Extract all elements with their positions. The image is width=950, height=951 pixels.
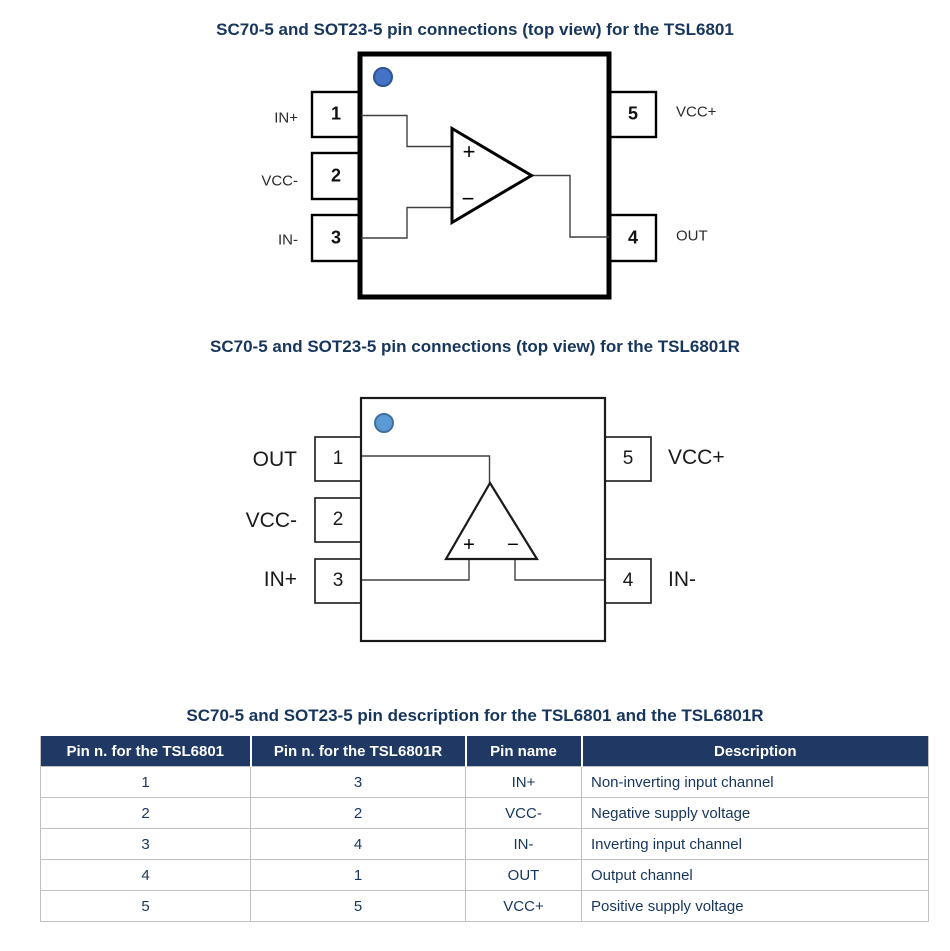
diagram1-title: SC70-5 and SOT23-5 pin connections (top … (216, 20, 734, 39)
d2-pin1-marker-dot (374, 413, 394, 433)
d1-pin5-number: 5 (627, 103, 639, 124)
d1-wire-out (531, 174, 609, 238)
d2-plus-icon: + (463, 534, 475, 556)
cell-description: Inverting input channel (581, 828, 929, 860)
table-row: 3 4 IN- Inverting input channel (40, 828, 929, 860)
cell-pin-tsl6801: 2 (40, 797, 251, 829)
d2-wire-inplus (362, 560, 470, 581)
d1-plus-icon: + (462, 139, 476, 164)
d2-wire-inminus (514, 560, 604, 581)
cell-pin-tsl6801: 3 (40, 828, 251, 860)
d1-pin4-label: OUT (676, 227, 708, 245)
cell-pin-name: IN+ (465, 766, 582, 798)
d2-pin2-box (314, 497, 362, 543)
diagram1-package (310, 51, 658, 300)
cell-pin-name: VCC- (465, 797, 582, 829)
d2-pin3-number: 3 (332, 570, 344, 591)
table-row: 5 5 VCC+ Positive supply voltage (40, 890, 929, 922)
cell-pin-tsl6801r: 2 (250, 797, 466, 829)
d2-pin1-box (314, 436, 362, 482)
d1-pin1-marker-dot (373, 67, 393, 87)
d2-pin4-label: IN- (668, 568, 696, 591)
d1-wire-inminus (361, 206, 452, 239)
table-header-row: Pin n. for the TSL6801 Pin n. for the TS… (40, 736, 929, 767)
cell-description: Positive supply voltage (581, 890, 929, 922)
d2-pin3-box (314, 558, 362, 604)
cell-pin-tsl6801: 5 (40, 890, 251, 922)
d2-pin1-number: 1 (332, 448, 344, 469)
table-row: 1 3 IN+ Non-inverting input channel (40, 766, 929, 798)
cell-pin-tsl6801r: 4 (250, 828, 466, 860)
diagram2-package (314, 396, 652, 643)
cell-pin-tsl6801: 4 (40, 859, 251, 891)
d1-pin3-number: 3 (330, 227, 342, 248)
col-header-pin-tsl6801r: Pin n. for the TSL6801R (249, 736, 466, 767)
cell-pin-name: OUT (465, 859, 582, 891)
d2-pin4-box (604, 558, 652, 604)
col-header-pin-name: Pin name (464, 736, 582, 767)
table-row: 2 2 VCC- Negative supply voltage (40, 797, 929, 829)
cell-description: Output channel (581, 859, 929, 891)
col-header-pin-tsl6801: Pin n. for the TSL6801 (40, 736, 251, 767)
d2-pin1-label: OUT (252, 448, 297, 471)
d1-opamp-triangle (450, 125, 535, 226)
col-header-description: Description (580, 736, 929, 767)
d1-pin2-number: 2 (330, 165, 342, 186)
d1-pin5-label: VCC+ (676, 103, 717, 121)
cell-pin-name: VCC+ (465, 890, 582, 922)
cell-pin-tsl6801r: 1 (250, 859, 466, 891)
d2-opamp-triangle (444, 480, 539, 561)
cell-pin-name: IN- (465, 828, 582, 860)
d1-pin4-box (607, 213, 658, 263)
cell-pin-tsl6801r: 3 (250, 766, 466, 798)
d2-pin4-number: 4 (622, 570, 634, 591)
d2-wire-out (362, 455, 491, 484)
cell-pin-tsl6801: 1 (40, 766, 251, 798)
d2-pin2-number: 2 (332, 509, 344, 530)
d1-chip-outline (357, 51, 612, 300)
d2-minus-icon: − (507, 534, 519, 556)
pin-description-table: Pin n. for the TSL6801 Pin n. for the TS… (40, 736, 929, 922)
cell-description: Negative supply voltage (581, 797, 929, 829)
d2-pin2-label: VCC- (245, 509, 297, 532)
diagram2-title: SC70-5 and SOT23-5 pin connections (top … (210, 337, 740, 356)
table-row: 4 1 OUT Output channel (40, 859, 929, 891)
d2-pin3-label: IN+ (263, 568, 297, 591)
d1-pin2-label: VCC- (261, 172, 298, 190)
d1-pin4-number: 4 (627, 227, 639, 248)
d1-minus-icon: − (461, 186, 475, 211)
d1-pin3-box (310, 213, 363, 263)
d1-wire-inplus (361, 114, 452, 148)
cell-pin-tsl6801r: 5 (250, 890, 466, 922)
d1-pin1-number: 1 (330, 103, 342, 124)
d1-pin1-label: IN+ (274, 109, 298, 127)
d2-chip-outline (359, 396, 607, 643)
table-title: SC70-5 and SOT23-5 pin description for t… (186, 706, 764, 725)
d2-pin5-number: 5 (622, 448, 634, 469)
d2-pin5-label: VCC+ (668, 446, 725, 469)
cell-description: Non-inverting input channel (581, 766, 929, 798)
d1-pin3-label: IN- (278, 231, 298, 249)
